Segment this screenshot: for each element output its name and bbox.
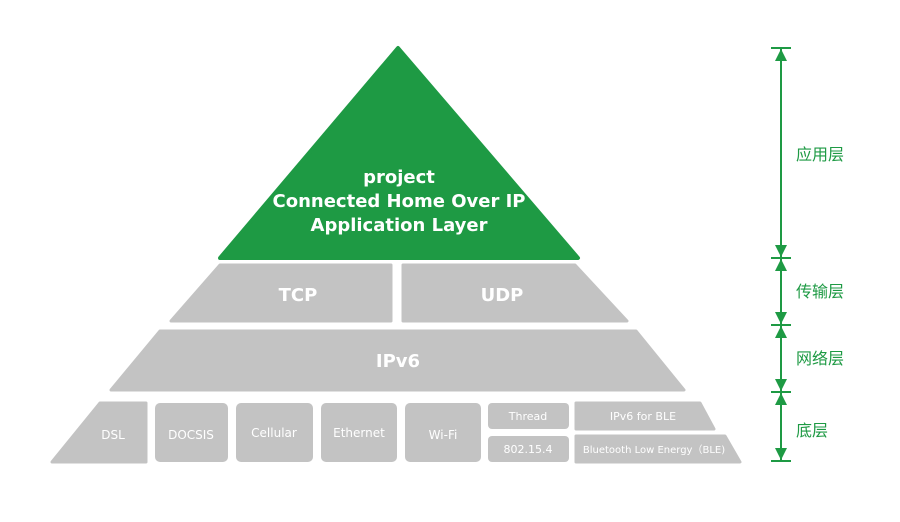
wifi-block — [405, 403, 481, 462]
transport-layer-label: 传输层 — [796, 282, 844, 301]
physical-layer-label: 底层 — [796, 421, 828, 440]
cellular-label: Cellular — [251, 426, 297, 440]
application-layer-label: 应用层 — [796, 145, 844, 164]
wifi-label: Wi-Fi — [429, 428, 458, 442]
docsis-block — [155, 403, 228, 462]
ipv6-block — [109, 329, 686, 392]
arrow-down-icon — [775, 312, 787, 324]
application-title-layer: Application Layer — [311, 215, 488, 236]
application-title-chip: Connected Home Over IP — [273, 191, 526, 212]
arrow-up-icon — [775, 259, 787, 271]
arrow-down-icon — [775, 245, 787, 257]
thread-block — [488, 403, 569, 429]
thread-label: Thread — [508, 410, 547, 423]
arrow-up-icon — [775, 49, 787, 61]
arrow-up-icon — [775, 326, 787, 338]
udp-label: UDP — [481, 285, 524, 306]
network-layer-label: 网络层 — [796, 349, 844, 368]
ieee802154-label: 802.15.4 — [504, 443, 553, 456]
udp-block — [401, 263, 629, 323]
application-title-project: project — [363, 167, 435, 188]
arrow-down-icon — [775, 379, 787, 391]
dsl-block — [50, 401, 148, 464]
application-layer-shape — [218, 46, 580, 260]
arrow-up-icon — [775, 393, 787, 405]
dsl-label: DSL — [101, 428, 125, 442]
ipv6-for-ble-block — [574, 401, 716, 431]
cellular-block — [236, 403, 313, 462]
ethernet-block — [321, 403, 397, 462]
ipv6-label: IPv6 — [376, 351, 420, 372]
ipv6-for-ble-label: IPv6 for BLE — [610, 410, 676, 423]
tcp-label: TCP — [279, 285, 318, 306]
ble-block — [574, 434, 742, 464]
docsis-label: DOCSIS — [168, 428, 214, 442]
ethernet-label: Ethernet — [333, 426, 385, 440]
layer-scale-arrows — [775, 49, 787, 460]
ieee802154-block — [488, 436, 569, 462]
tcp-block — [169, 263, 393, 323]
ble-label: Bluetooth Low Energy（BLE) — [583, 444, 725, 456]
arrow-down-icon — [775, 448, 787, 460]
